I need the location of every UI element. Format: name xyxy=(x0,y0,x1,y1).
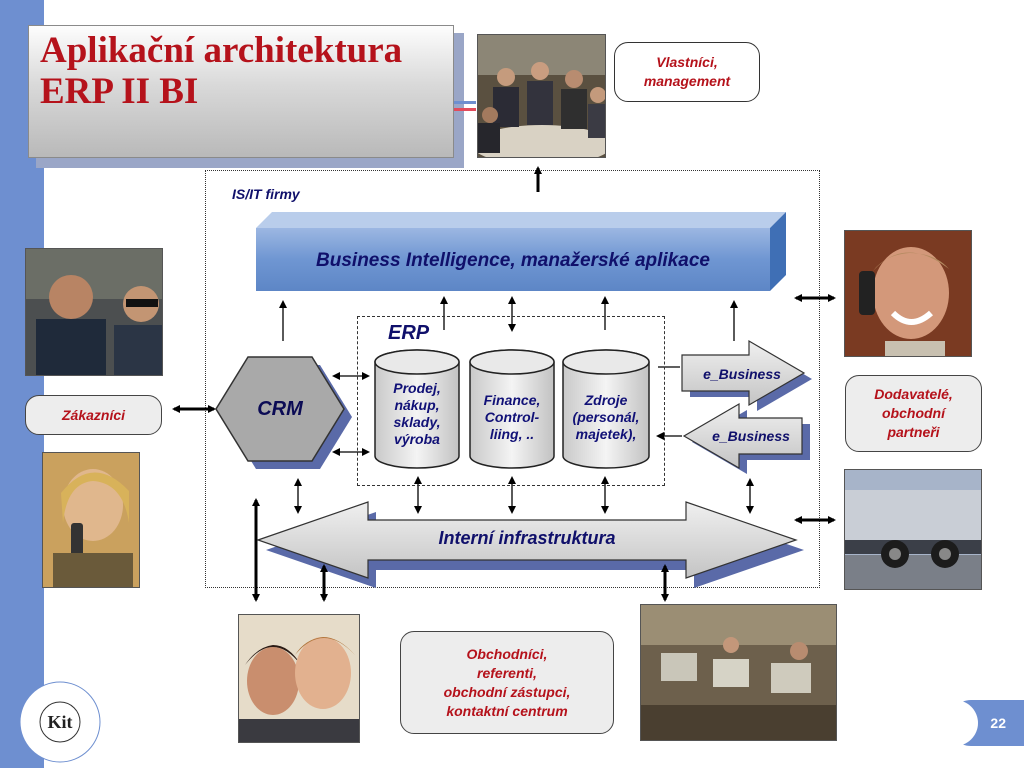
photo-call-center xyxy=(238,614,360,743)
page-number-badge: 22 xyxy=(948,700,1024,746)
crm-label: CRM xyxy=(257,398,303,420)
photo-customers xyxy=(25,248,163,376)
callout-owners: Vlastníci,management xyxy=(614,42,760,102)
ebusiness-out-arrow xyxy=(681,339,812,411)
callout-customers: Zákazníci xyxy=(25,395,162,435)
ebusiness-out-label: e_Business xyxy=(703,366,781,382)
bi-box xyxy=(256,212,786,291)
decor-line-blue xyxy=(454,101,476,104)
module-finance-label: Finance,Control-liing, .. xyxy=(483,392,541,442)
erp-frame xyxy=(357,316,665,486)
infra-double-arrow xyxy=(256,501,804,588)
decor-line-red xyxy=(454,108,476,111)
thick-arrows xyxy=(172,166,836,602)
kit-logo: Kit xyxy=(19,681,101,763)
photo-truck xyxy=(844,469,982,590)
ebusiness-in-arrow xyxy=(682,402,810,474)
crm-hexagon xyxy=(215,356,352,469)
is-it-label: IS/IT firmy xyxy=(232,186,300,202)
photo-supplier-phone xyxy=(844,230,972,357)
title-box xyxy=(28,25,454,158)
photo-management-meeting xyxy=(477,34,606,158)
photo-customer-phone xyxy=(42,452,140,588)
photo-office-operators xyxy=(640,604,837,741)
slide-title: Aplikační architektura ERP II BI xyxy=(40,30,403,112)
is-it-frame xyxy=(205,170,820,588)
logo-text: Kit xyxy=(48,712,73,732)
callout-sales-staff: Obchodníci,referenti,obchodní zástupci,k… xyxy=(400,631,614,734)
module-resources-label: Zdroje(personál,majetek), xyxy=(572,392,640,442)
connector-arrows xyxy=(279,296,754,514)
erp-module-cylinders xyxy=(374,349,650,469)
module-sales-label: Prodej,nákup,sklady,výroba xyxy=(393,380,441,447)
bi-label: Business Intelligence, manažerské aplika… xyxy=(316,250,710,271)
page-number: 22 xyxy=(990,715,1006,731)
infra-label: Interní infrastruktura xyxy=(438,528,616,548)
erp-label: ERP xyxy=(388,322,430,344)
ebusiness-in-label: e_Business xyxy=(712,428,790,444)
